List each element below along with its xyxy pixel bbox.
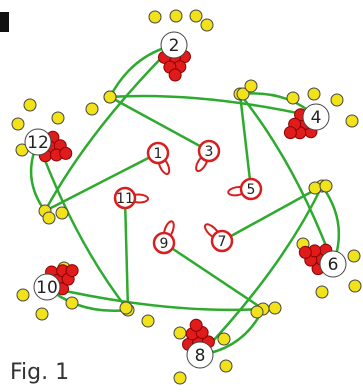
inner-ring <box>146 141 170 165</box>
red-bead <box>298 245 312 259</box>
yellow-bead <box>169 9 183 23</box>
bead-clusters <box>11 9 362 385</box>
outer-labels: 2 4 6 8 10 12 <box>24 31 347 369</box>
thread-segment <box>109 94 317 119</box>
yellow-bead <box>347 249 361 263</box>
red-bead <box>168 68 182 82</box>
yellow-bead <box>244 79 258 93</box>
yellow-bead <box>42 211 56 225</box>
inner-number-label: 5 <box>247 182 256 198</box>
yellow-bead <box>51 111 65 125</box>
thread-segment <box>199 185 324 356</box>
outer-label-circle <box>160 31 188 59</box>
yellow-bead <box>55 206 69 220</box>
yellow-bead <box>307 87 321 101</box>
yellow-bead <box>173 371 187 385</box>
yellow-bead <box>315 285 329 299</box>
yellow-bead <box>250 305 264 319</box>
thread-segment <box>43 44 175 212</box>
thread-segment <box>109 95 210 153</box>
outer-label-circle <box>302 103 330 131</box>
yellow-bead <box>85 102 99 116</box>
outer-number-label: 2 <box>169 36 180 56</box>
thread-segment <box>163 241 264 311</box>
outer-number-label: 10 <box>36 278 58 298</box>
inner-ring <box>197 139 221 163</box>
thread-segment <box>238 93 253 190</box>
inner-number-label: 1 <box>154 146 163 162</box>
outer-label-circle <box>24 128 52 156</box>
yellow-bead <box>16 288 30 302</box>
inner-ring <box>210 229 234 253</box>
red-bead <box>65 264 79 278</box>
yellow-bead <box>268 301 282 315</box>
yellow-bead <box>236 87 250 101</box>
inner-rings: 1 3 5 7 9 11 <box>113 139 263 255</box>
yellow-bead <box>330 93 344 107</box>
outer-label-circle <box>319 250 347 278</box>
yellow-bead <box>217 332 231 346</box>
yellow-bead <box>308 181 322 195</box>
yellow-bead <box>189 9 203 23</box>
outer-number-label: 12 <box>27 133 49 153</box>
outer-label-circle <box>186 341 214 369</box>
outer-number-label: 6 <box>328 255 339 275</box>
inner-ring <box>152 231 176 255</box>
yellow-bead <box>119 301 133 315</box>
yellow-bead <box>319 179 333 193</box>
figure-caption: Fig. 1 <box>10 360 70 385</box>
thread-paths <box>29 43 341 357</box>
yellow-bead <box>345 114 359 128</box>
yellow-bead <box>173 326 187 340</box>
yellow-bead <box>35 307 49 321</box>
inner-number-label: 9 <box>160 236 169 252</box>
inner-number-label: 11 <box>116 191 134 207</box>
outer-label-circle <box>33 273 61 301</box>
yellow-bead <box>286 91 300 105</box>
red-bead <box>189 318 203 332</box>
thread-segment <box>36 141 129 311</box>
thread-segment <box>46 285 264 312</box>
yellow-bead <box>103 90 117 104</box>
yellow-bead <box>348 279 362 293</box>
outer-number-label: 4 <box>311 108 322 128</box>
thread-segment <box>123 197 130 311</box>
thread-segment <box>44 151 159 213</box>
outer-number-label: 8 <box>195 346 206 366</box>
thread-segment <box>239 93 335 265</box>
yellow-bead <box>65 296 79 310</box>
yellow-bead <box>219 359 233 373</box>
inner-ring <box>239 177 263 201</box>
yellow-bead <box>23 98 37 112</box>
yellow-bead <box>11 117 25 131</box>
inner-number-label: 3 <box>205 144 214 160</box>
yellow-bead <box>148 10 162 24</box>
yellow-bead <box>141 314 155 328</box>
red-bead <box>283 126 297 140</box>
inner-ring <box>113 186 137 210</box>
inner-number-label: 7 <box>218 234 227 250</box>
yellow-bead <box>200 18 214 32</box>
corner-mark <box>0 12 9 32</box>
red-bead <box>59 146 73 160</box>
